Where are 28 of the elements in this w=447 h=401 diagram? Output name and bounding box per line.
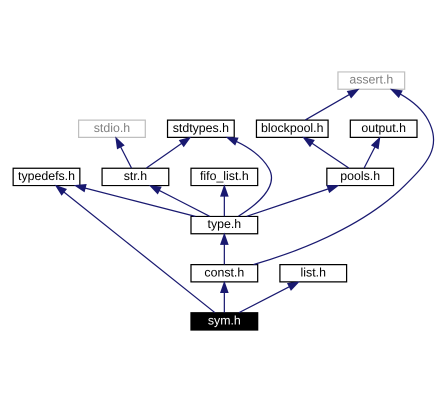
node-box: const.h	[190, 263, 258, 282]
arrow	[246, 184, 340, 216]
arrow	[253, 88, 434, 265]
node-box: blockpool.h	[256, 118, 329, 138]
arrow	[220, 232, 229, 264]
node-box: typedefs.h	[12, 167, 80, 186]
arrow	[54, 184, 216, 313]
node-box: assert.h	[337, 70, 406, 90]
node-box: stdtypes.h	[166, 118, 235, 138]
node-box: str.h	[101, 167, 170, 186]
node-box: list.h	[279, 263, 348, 282]
arrow	[226, 136, 272, 216]
arrow	[238, 280, 300, 313]
arrow	[302, 136, 350, 168]
arrow	[364, 136, 380, 168]
node-box: stdio.h	[78, 118, 146, 138]
node-box: sym.h	[190, 312, 258, 330]
node-box: type.h	[190, 215, 258, 234]
node-box: fifo_list.h	[190, 167, 258, 186]
arrow	[220, 184, 229, 216]
node-box: output.h	[350, 118, 418, 138]
arrow	[74, 184, 196, 216]
arrow	[115, 136, 132, 168]
arrow	[305, 88, 360, 120]
arrow	[146, 136, 192, 168]
arrow	[220, 280, 229, 312]
node-box: pools.h	[326, 167, 394, 186]
arrow	[148, 184, 210, 216]
